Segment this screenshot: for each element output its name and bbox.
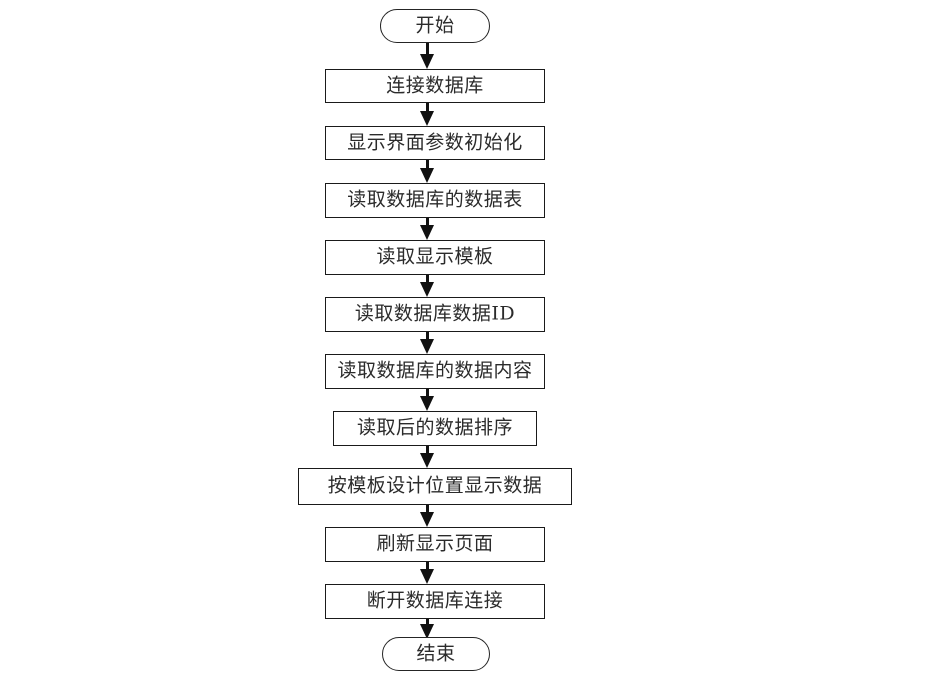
arrow-head-icon [420, 396, 434, 411]
arrow-head-icon [420, 225, 434, 240]
arrow-data-id-to-content [419, 332, 435, 354]
arrow-stem [425, 332, 429, 339]
arrow-close-db-to-end [419, 619, 435, 639]
arrow-head-icon [420, 339, 434, 354]
arrow-read-tables-to-template [419, 218, 435, 240]
arrow-head-icon [420, 453, 434, 468]
flow-node-label: 读取数据库的数据内容 [337, 359, 533, 382]
arrow-stem [425, 43, 429, 54]
arrow-stem [425, 218, 429, 225]
flow-node-start[interactable]: 开始 [380, 9, 490, 43]
flow-node-label: 连接数据库 [386, 74, 484, 96]
arrow-head-icon [420, 111, 434, 126]
arrow-stem [425, 103, 429, 111]
flow-node-label: 结束 [416, 642, 456, 664]
arrow-head-icon [420, 569, 434, 584]
arrow-stem [425, 275, 429, 282]
arrow-connect-db-to-init-ui [419, 103, 435, 126]
arrow-content-to-sort [419, 389, 435, 411]
flow-node-label: 读取后的数据排序 [356, 416, 513, 439]
flow-node-label: 按模板设计位置显示数据 [327, 474, 543, 497]
flow-node-label: 读取数据库的数据表 [347, 188, 523, 211]
arrow-template-to-data-id [419, 275, 435, 297]
flow-node-label: 显示界面参数初始化 [347, 131, 523, 153]
flow-node-refresh-page[interactable]: 刷新显示页面 [325, 527, 545, 562]
arrow-head-icon [420, 512, 434, 527]
flow-node-label: 读取显示模板 [376, 245, 494, 268]
arrow-head-icon [420, 168, 434, 183]
arrow-stem [425, 619, 429, 624]
arrow-start-to-connect-db [419, 43, 435, 69]
flow-node-label: 开始 [415, 14, 455, 36]
arrow-stem [425, 446, 429, 453]
arrow-init-ui-to-read-tables [419, 160, 435, 183]
flow-node-read-template[interactable]: 读取显示模板 [325, 240, 545, 275]
arrow-head-icon [420, 282, 434, 297]
flow-node-read-content[interactable]: 读取数据库的数据内容 [325, 354, 545, 389]
arrow-stem [425, 505, 429, 512]
arrow-stem [425, 562, 429, 569]
flow-node-render-data[interactable]: 按模板设计位置显示数据 [298, 468, 572, 505]
arrow-render-to-refresh [419, 505, 435, 527]
flow-node-label: 刷新显示页面 [376, 532, 494, 555]
arrow-stem [425, 160, 429, 168]
flow-node-read-data-id[interactable]: 读取数据库数据ID [325, 297, 545, 332]
arrow-refresh-to-close-db [419, 562, 435, 584]
arrow-stem [425, 389, 429, 396]
flow-node-label: 读取数据库数据ID [354, 302, 516, 325]
arrow-sort-to-render [419, 446, 435, 468]
flow-node-connect-db[interactable]: 连接数据库 [325, 69, 545, 103]
flow-node-close-db[interactable]: 断开数据库连接 [325, 584, 545, 619]
flow-node-init-ui[interactable]: 显示界面参数初始化 [325, 126, 545, 160]
arrow-head-icon [420, 54, 434, 69]
flow-node-label: 断开数据库连接 [366, 589, 504, 612]
flow-node-read-tables[interactable]: 读取数据库的数据表 [325, 183, 545, 218]
flow-node-sort-data[interactable]: 读取后的数据排序 [333, 411, 537, 446]
flow-node-end[interactable]: 结束 [382, 637, 490, 671]
